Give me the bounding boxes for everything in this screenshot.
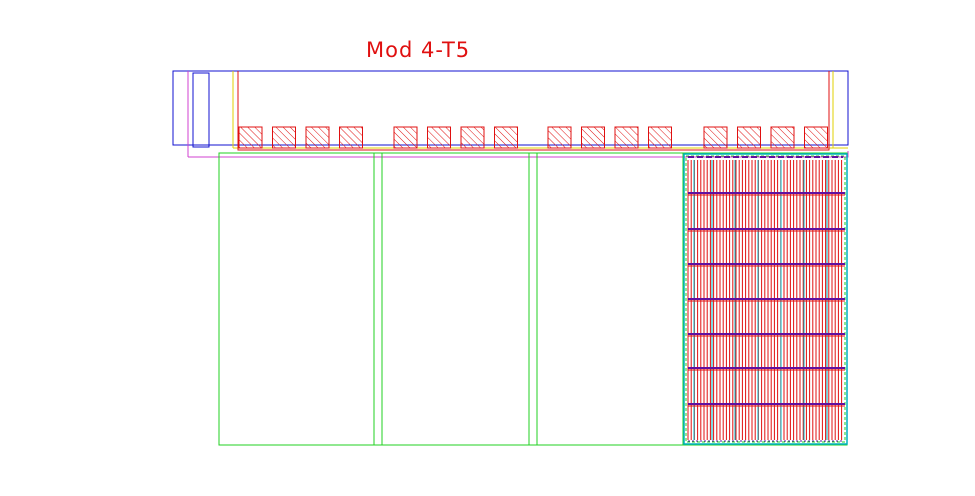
hatched-pad-2-3: [460, 126, 485, 149]
hatched-pad-3-2: [581, 126, 605, 149]
hatched-pad-2-4: [494, 126, 518, 149]
magenta-rail: [188, 151, 849, 158]
hatched-pad-1-1: [238, 126, 263, 149]
grid-panel-border: [683, 153, 848, 445]
hatched-pad-2-1: [393, 126, 418, 149]
hatched-pad-4-4: [804, 126, 828, 149]
hatched-pad-1-3: [305, 126, 330, 149]
hatched-pad-4-2: [737, 126, 761, 149]
hatched-pad-3-4: [648, 126, 672, 149]
module-title: Mod 4-T5: [366, 38, 470, 62]
inner-red-frame: [237, 71, 830, 151]
pad-row: [238, 126, 828, 149]
connector-block: [192, 72, 210, 148]
hatched-pad-1-2: [272, 126, 296, 149]
hatched-pad-3-3: [614, 126, 639, 149]
hatched-pad-2-2: [427, 126, 451, 149]
hatched-pad-3-1: [547, 126, 572, 149]
dense-grid-panel: [683, 153, 848, 445]
hatched-pad-4-3: [770, 126, 795, 149]
hatched-pad-1-4: [339, 126, 363, 149]
hatched-pad-4-1: [703, 126, 728, 149]
